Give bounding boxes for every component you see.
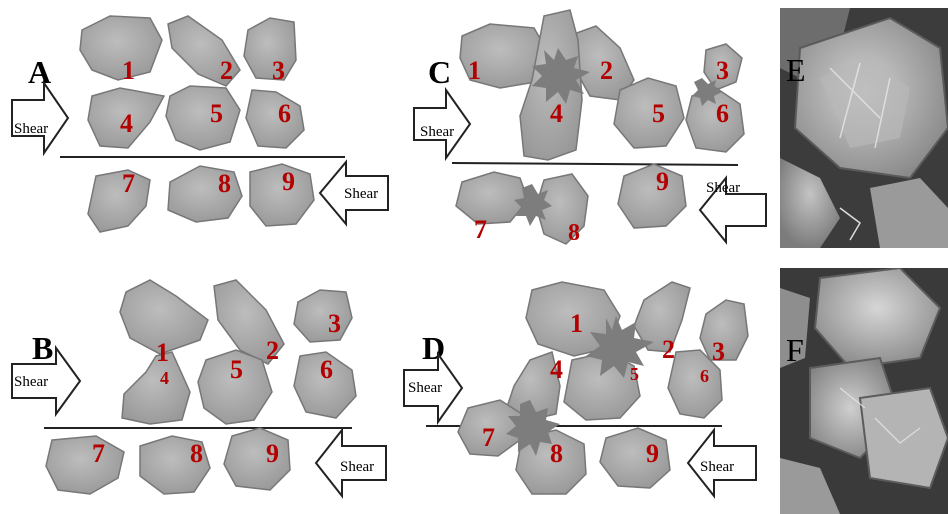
- particle-number-b5: 5: [230, 355, 243, 384]
- svg-text:Shear: Shear: [706, 180, 740, 196]
- particle-number-a9: 9: [282, 167, 295, 196]
- panel-label-e: E: [786, 54, 806, 86]
- particle-number-d7: 7: [482, 423, 495, 452]
- particle-number-d3: 3: [712, 337, 725, 366]
- particle-number-b9: 9: [266, 439, 279, 468]
- particle-number-c6: 6: [716, 99, 729, 128]
- svg-text:Shear: Shear: [14, 374, 48, 390]
- particle-number-b4: 4: [160, 368, 169, 388]
- sem-image-e: [780, 8, 948, 248]
- particle-number-b1: 1: [156, 338, 169, 367]
- particle-number-c4: 4: [550, 99, 563, 128]
- particle-number-d5: 5: [630, 364, 639, 384]
- particle-number-a1: 1: [122, 56, 135, 85]
- particle-b9: [224, 428, 290, 490]
- shear-arrow-right-c: Shear: [414, 90, 470, 158]
- particle-a1: [80, 16, 162, 80]
- shear-diagram: 1 2 3 4 5 6 7 8 9 Shear Shear: [0, 0, 780, 514]
- particle-number-b7: 7: [92, 439, 105, 468]
- shear-arrow-right-d: Shear: [404, 354, 462, 422]
- panel-a: 1 2 3 4 5 6 7 8 9 Shear Shear: [12, 16, 388, 232]
- sem-image-f: [780, 268, 948, 514]
- particle-number-a7: 7: [122, 169, 135, 198]
- particle-b3: [294, 290, 352, 342]
- particle-number-c5: 5: [652, 99, 665, 128]
- particle-c9: [618, 164, 686, 228]
- particle-number-a3: 3: [272, 56, 285, 85]
- particle-number-a6: 6: [278, 99, 291, 128]
- particle-a6: [246, 90, 304, 148]
- svg-text:Shear: Shear: [420, 124, 454, 140]
- particle-number-b8: 8: [190, 439, 203, 468]
- svg-text:Shear: Shear: [408, 380, 442, 396]
- particle-number-c7: 7: [474, 215, 487, 244]
- panel-d: 1 2 3 4 5 6 7 8 9 Shear Shear: [404, 282, 756, 496]
- particle-number-b6: 6: [320, 355, 333, 384]
- particle-c6: [686, 88, 744, 152]
- shear-arrow-left-d: Shear: [688, 430, 756, 496]
- particle-number-d9: 9: [646, 439, 659, 468]
- particle-b7: [46, 436, 124, 494]
- particle-number-b3: 3: [328, 309, 341, 338]
- particle-a7: [88, 170, 150, 232]
- svg-text:Shear: Shear: [700, 459, 734, 475]
- particle-number-d1: 1: [570, 309, 583, 338]
- shear-arrow-right-a: Shear: [12, 83, 68, 153]
- particle-number-c8: 8: [568, 220, 580, 246]
- svg-text:Shear: Shear: [340, 459, 374, 475]
- panel-b: 1 2 3 4 5 6 7 8 9 Shear Shear: [12, 280, 386, 496]
- particle-number-d2: 2: [662, 335, 675, 364]
- particle-c5: [614, 78, 684, 148]
- shear-arrow-left-a: Shear: [320, 162, 388, 224]
- particle-number-d6: 6: [700, 366, 709, 386]
- panel-c: 1 2 3 4 5 6 7 8 9 Shear Shear: [414, 10, 766, 246]
- particle-number-c3: 3: [716, 56, 729, 85]
- particle-number-d4: 4: [550, 355, 563, 384]
- shear-arrow-right-b: Shear: [12, 348, 80, 414]
- particle-a5: [166, 86, 240, 150]
- particle-number-a4: 4: [120, 109, 133, 138]
- shear-arrow-left-c: Shear: [700, 178, 766, 242]
- particle-number-b2: 2: [266, 336, 279, 365]
- svg-text:Shear: Shear: [344, 186, 378, 202]
- particle-number-d8: 8: [550, 439, 563, 468]
- particle-d9: [600, 428, 670, 488]
- particle-number-a8: 8: [218, 169, 231, 198]
- particle-number-c9: 9: [656, 167, 669, 196]
- shear-plane-c: [452, 163, 738, 165]
- particle-number-c1: 1: [468, 56, 481, 85]
- svg-text:Shear: Shear: [14, 121, 48, 137]
- shear-arrow-left-b: Shear: [316, 430, 386, 496]
- particle-a3: [244, 18, 296, 80]
- particle-number-a5: 5: [210, 99, 223, 128]
- panel-label-f: F: [786, 334, 804, 366]
- particle-number-c2: 2: [600, 56, 613, 85]
- particle-c7: [456, 172, 528, 224]
- particle-number-a2: 2: [220, 56, 233, 85]
